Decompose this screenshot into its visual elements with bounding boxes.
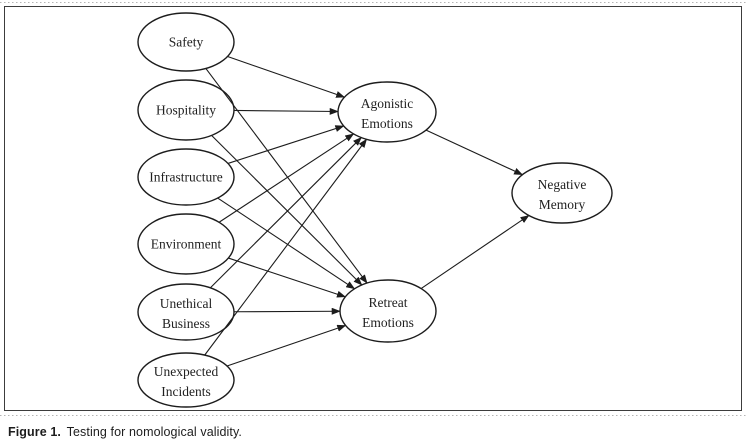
node-label-line: Unethical: [160, 296, 213, 311]
node-label-line: Business: [162, 316, 210, 331]
node-label-line: Negative: [538, 177, 587, 192]
node-label-line: Retreat: [369, 295, 408, 310]
node-safety: Safety: [137, 12, 235, 72]
node-label-infrastructure: Infrastructure: [149, 170, 222, 185]
node-label-line: Emotions: [362, 315, 414, 330]
edge-unethical-business-to-agonistic-emotions: [209, 137, 362, 289]
node-hospitality: Hospitality: [137, 79, 235, 141]
figure-caption-text: Testing for nomological validity.: [66, 425, 242, 439]
node-label-line: Incidents: [161, 384, 211, 399]
edge-unexpected-incidents-to-retreat-emotions: [226, 324, 347, 367]
edge-agonistic-emotions-to-negative-memory: [425, 129, 524, 176]
node-ellipse-environment: [137, 213, 235, 275]
figure-border: [4, 6, 742, 411]
node-ellipse-unexpected-incidents: [137, 352, 235, 408]
figure-caption-label: Figure 1.: [8, 425, 61, 439]
edge-infrastructure-to-retreat-emotions: [217, 197, 356, 290]
edge-safety-to-retreat-emotions: [205, 68, 368, 284]
edge-retreat-emotions-to-negative-memory: [420, 215, 530, 290]
figure-caption: Figure 1. Testing for nomological validit…: [0, 418, 746, 439]
node-ellipse-agonistic-emotions: [337, 81, 437, 143]
node-label-safety: Safety: [169, 35, 204, 50]
edge-unethical-business-to-retreat-emotions: [233, 307, 341, 315]
edge-safety-to-agonistic-emotions: [227, 55, 346, 98]
node-label-line: Agonistic: [361, 96, 414, 111]
edge-unexpected-incidents-to-agonistic-emotions: [204, 138, 367, 356]
node-label-line: Hospitality: [156, 103, 216, 118]
node-label-line: Emotions: [361, 116, 413, 131]
node-ellipse-unethical-business: [137, 283, 235, 341]
node-label-line: Environment: [151, 237, 222, 252]
node-environment: Environment: [137, 213, 235, 275]
node-label-environment: Environment: [151, 237, 222, 252]
edge-infrastructure-to-agonistic-emotions: [227, 125, 345, 164]
edge-environment-to-agonistic-emotions: [218, 133, 355, 223]
edge-hospitality-to-agonistic-emotions: [233, 107, 339, 115]
node-label-line: Unexpected: [154, 364, 219, 379]
node-ellipse-retreat-emotions: [339, 279, 437, 343]
node-infrastructure: Infrastructure: [137, 148, 235, 206]
figure-canvas: SafetyHospitalityInfrastructureEnvironme…: [0, 2, 746, 416]
edge-hospitality-to-retreat-emotions: [211, 135, 363, 286]
node-ellipse-safety: [137, 12, 235, 72]
node-ellipse-negative-memory: [511, 162, 613, 224]
node-label-line: Memory: [539, 197, 586, 212]
node-ellipse-infrastructure: [137, 148, 235, 206]
edge-environment-to-retreat-emotions: [228, 257, 346, 298]
node-label-hospitality: Hospitality: [156, 103, 216, 118]
node-label-line: Safety: [169, 35, 204, 50]
node-label-line: Infrastructure: [149, 170, 222, 185]
